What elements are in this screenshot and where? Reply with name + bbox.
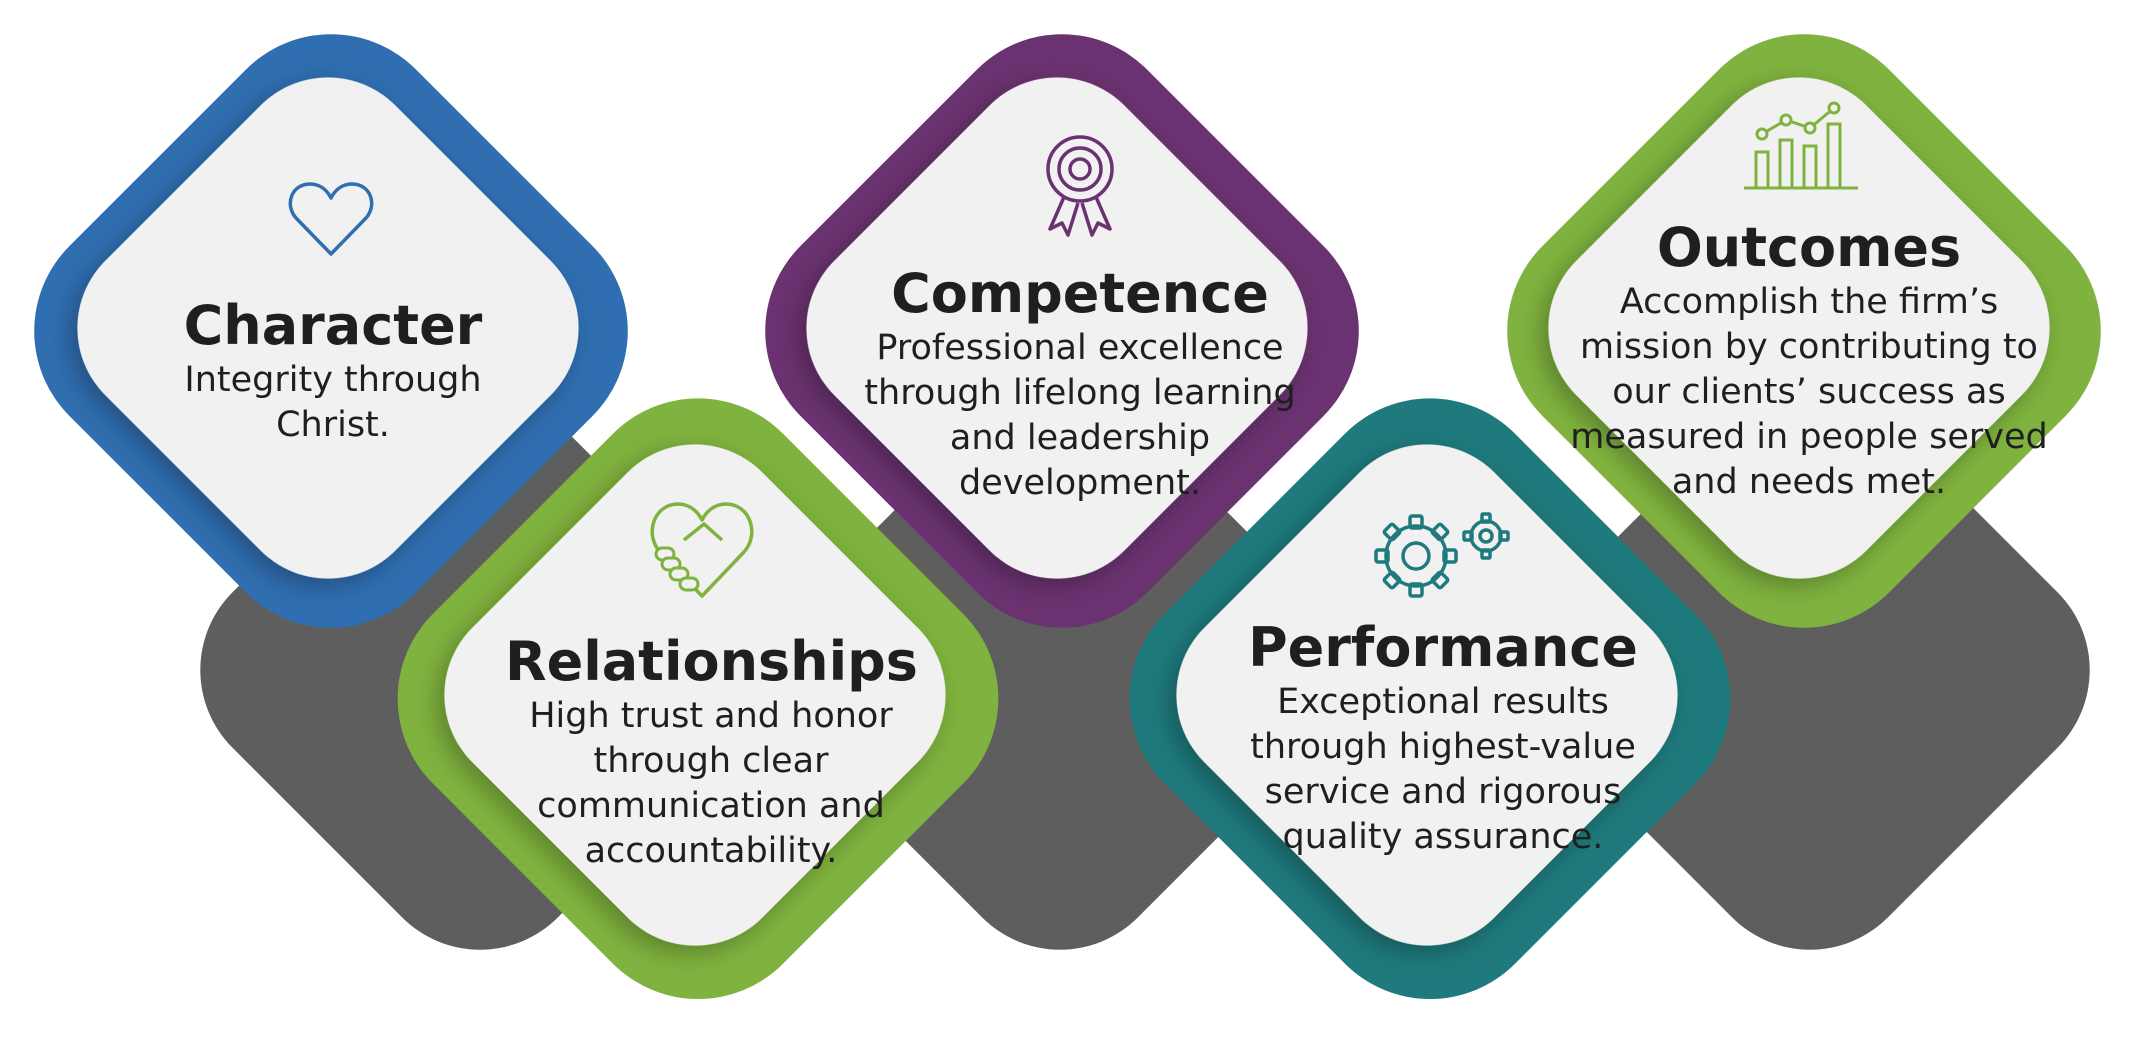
- performance-title: Performance: [1248, 616, 1638, 679]
- handshake-heart-icon: [650, 502, 754, 598]
- gears-icon: [1374, 512, 1510, 598]
- competence-text: Competence Professional excellence throu…: [840, 264, 1320, 506]
- growth-chart-icon: [1744, 101, 1858, 190]
- performance-text: Performance Exceptional results through …: [1223, 618, 1663, 860]
- award-ribbon-icon: [1046, 135, 1114, 237]
- outcomes-card: [1548, 77, 2050, 579]
- relationships-text: Relationships High trust and honor throu…: [505, 630, 918, 874]
- outcomes-title: Outcomes: [1656, 216, 1962, 279]
- relationships-diamond: [397, 398, 999, 1000]
- competence-title: Competence: [891, 262, 1269, 325]
- character-text: Character Integrity through Christ.: [150, 296, 516, 448]
- outcomes-description: Accomplish the firm’s mission by contrib…: [1570, 282, 2048, 502]
- relationships-card: [444, 444, 946, 946]
- performance-card: [1176, 444, 1678, 946]
- outcomes-text: Outcomes Accomplish the firm’s mission b…: [1560, 218, 2058, 505]
- performance-description: Exceptional results through highest-valu…: [1250, 682, 1636, 857]
- character-description: Integrity through Christ.: [184, 360, 482, 445]
- relationships-title: Relationships: [505, 630, 918, 693]
- character-title: Character: [183, 294, 483, 357]
- competence-card: [806, 77, 1308, 579]
- character-card: [77, 77, 579, 579]
- performance-diamond: [1129, 398, 1731, 1000]
- heart-icon: [288, 182, 374, 256]
- competence-description: Professional excellence through lifelong…: [864, 328, 1296, 503]
- relationships-description: High trust and honor through clear commu…: [529, 696, 893, 871]
